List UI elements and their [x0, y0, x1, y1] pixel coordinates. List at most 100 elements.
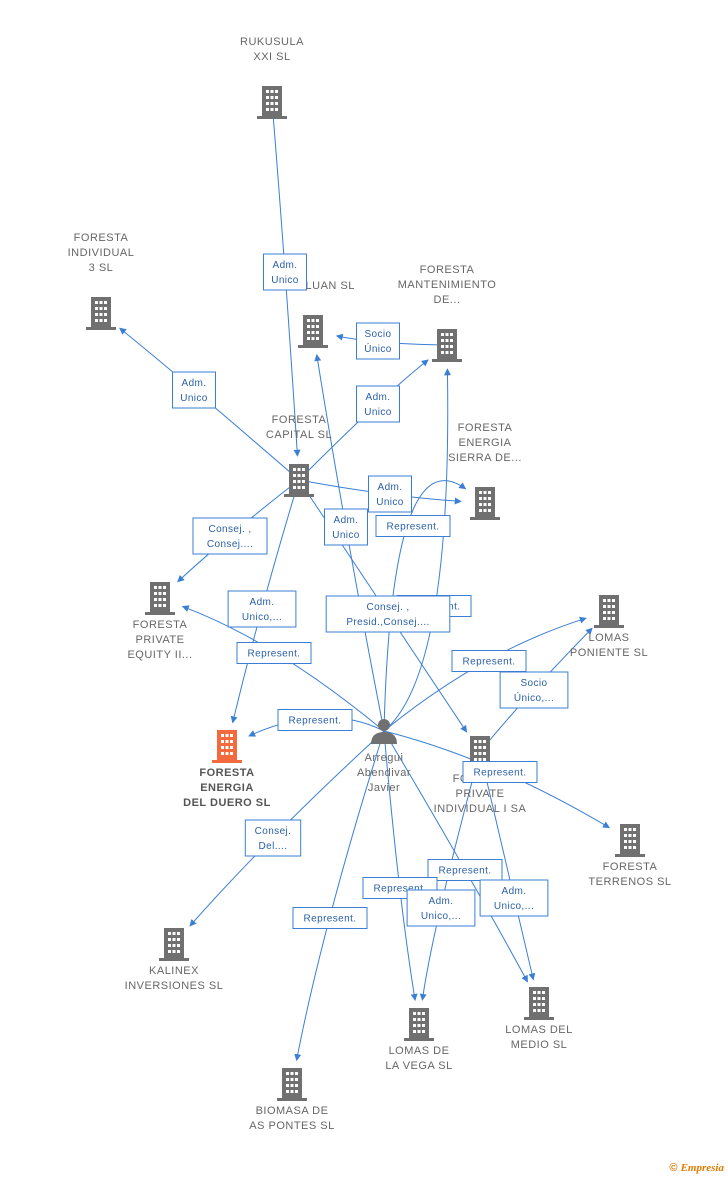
- edge-label-text: Unico: [271, 275, 299, 286]
- edge-label-text: Represent.: [248, 649, 301, 660]
- edge-label-text: Unico: [180, 393, 208, 404]
- edge-label-text: Adm.: [502, 886, 527, 897]
- edge-label: Adm. Unico: [172, 371, 216, 409]
- node-label: FORESTA: [199, 767, 254, 779]
- edge-label-text: Adm.: [429, 896, 454, 907]
- edge-label-text: Unico: [376, 497, 404, 508]
- building-icon: [86, 297, 116, 330]
- node-label: PRIVATE: [136, 634, 185, 646]
- building-icon: [277, 1068, 307, 1101]
- edge-label: Adm.Unico,...: [227, 590, 297, 628]
- edge-label-text: Represent.: [387, 522, 440, 533]
- node-label: RUKUSULA: [240, 36, 304, 48]
- edge-label: Represent.: [375, 515, 451, 537]
- node-biomasa[interactable]: BIOMASA DE AS PONTES SL: [249, 1068, 334, 1132]
- edge-label-text: Adm.: [273, 260, 298, 271]
- node-foresta-capital[interactable]: FORESTA CAPITAL SL: [266, 414, 332, 497]
- node-label: FORESTA: [74, 232, 129, 244]
- edge-label-box: [462, 761, 538, 783]
- edge-label-text: Adm.: [378, 482, 403, 493]
- node-label: MEDIO SL: [511, 1039, 568, 1051]
- edge-label-box: [375, 515, 451, 537]
- building-icon: [159, 928, 189, 961]
- copyright-icon: ©: [669, 1162, 678, 1174]
- node-lomas-poniente[interactable]: LOMAS PONIENTE SL: [570, 595, 648, 659]
- edge-label: Consej. ,Consej....: [192, 517, 268, 555]
- node-label: LOMAS: [588, 632, 629, 644]
- node-label: LOMAS DE: [389, 1045, 450, 1057]
- edge-label: Represent.: [277, 709, 353, 731]
- node-label: PRIVATE: [456, 788, 505, 800]
- node-label: INVERSIONES SL: [125, 980, 224, 992]
- node-label: DE...: [434, 294, 461, 306]
- node-foresta-mant[interactable]: FORESTAMANTENIMIENTODE...: [398, 264, 497, 362]
- edge-label-text: Adm.: [182, 378, 207, 389]
- edge-label-text: Unico: [364, 407, 392, 418]
- building-icon: [594, 595, 624, 628]
- node-label: Abendivar: [357, 767, 411, 779]
- edge-label-box: [427, 859, 503, 881]
- node-label: FORESTA: [272, 414, 327, 426]
- footer-brand: © Empresia: [669, 1162, 724, 1174]
- node-label: AS PONTES SL: [249, 1120, 334, 1132]
- edge-label-text: Represent.: [474, 768, 527, 779]
- edge-label-text: Represent.: [374, 884, 427, 895]
- edge-arregui-to-foresta-mant: [383, 368, 452, 732]
- building-icon: [257, 86, 287, 119]
- node-label: TERRENOS SL: [588, 876, 671, 888]
- edge-label: SocioÚnico,...: [499, 671, 569, 709]
- edge-label-text: Socio: [520, 678, 547, 689]
- edge-label-text: Adm.: [250, 597, 275, 608]
- edge-label-text: Adm.: [334, 515, 359, 526]
- edge-label-box: [227, 590, 297, 628]
- node-label: FORESTA: [420, 264, 475, 276]
- node-lomas-medio[interactable]: LOMAS DEL MEDIO SL: [505, 987, 572, 1051]
- edge-label-text: Represent.: [289, 716, 342, 727]
- node-label: CAPITAL SL: [266, 429, 332, 441]
- edge-label-box: [499, 671, 569, 709]
- edge-label-text: Del....: [259, 841, 288, 852]
- edge-label-box: [451, 650, 527, 672]
- edge-label-text: Único,...: [514, 691, 554, 704]
- edge-label-box: [277, 709, 353, 731]
- edge-label-box: [324, 508, 368, 546]
- node-label: Javier: [368, 782, 400, 794]
- edge-label-box: [356, 322, 400, 360]
- edge-label: Adm. Unico: [324, 508, 368, 546]
- node-label: FORESTA: [603, 861, 658, 873]
- edge-label-text: Adm.: [366, 392, 391, 403]
- edge-label-text: Consej.: [255, 826, 292, 837]
- building-icon: [212, 730, 242, 763]
- edge-label-text: Represent.: [439, 866, 492, 877]
- node-label: INDIVIDUAL I SA: [434, 803, 527, 815]
- building-icon: [145, 582, 175, 615]
- node-label: LOMAS DEL: [505, 1024, 572, 1036]
- node-label: EQUITY II...: [127, 649, 192, 661]
- edge-label: Represent.: [451, 650, 527, 672]
- edge-label-box: [192, 517, 268, 555]
- edge-label: Adm.Unico,...: [479, 879, 549, 917]
- building-icon: [470, 487, 500, 520]
- node-foresta-terrenos[interactable]: FORESTA TERRENOS SL: [588, 824, 671, 888]
- edge-label-box: [325, 595, 451, 633]
- edge-label-text: Unico: [332, 530, 360, 541]
- edge-label-box: [292, 907, 368, 929]
- node-label: PONIENTE SL: [570, 647, 648, 659]
- edge-label: Represent.: [292, 907, 368, 929]
- node-kalinex[interactable]: KALINEX INVERSIONES SL: [125, 928, 224, 992]
- node-label: BIOMASA DE: [256, 1105, 329, 1117]
- edge-label: Represent.: [427, 859, 503, 881]
- edge-label: Adm. Unico: [368, 475, 412, 513]
- edge-label-box: [236, 642, 312, 664]
- edge-label: Represent.: [236, 642, 312, 664]
- node-label: KALINEX: [149, 965, 199, 977]
